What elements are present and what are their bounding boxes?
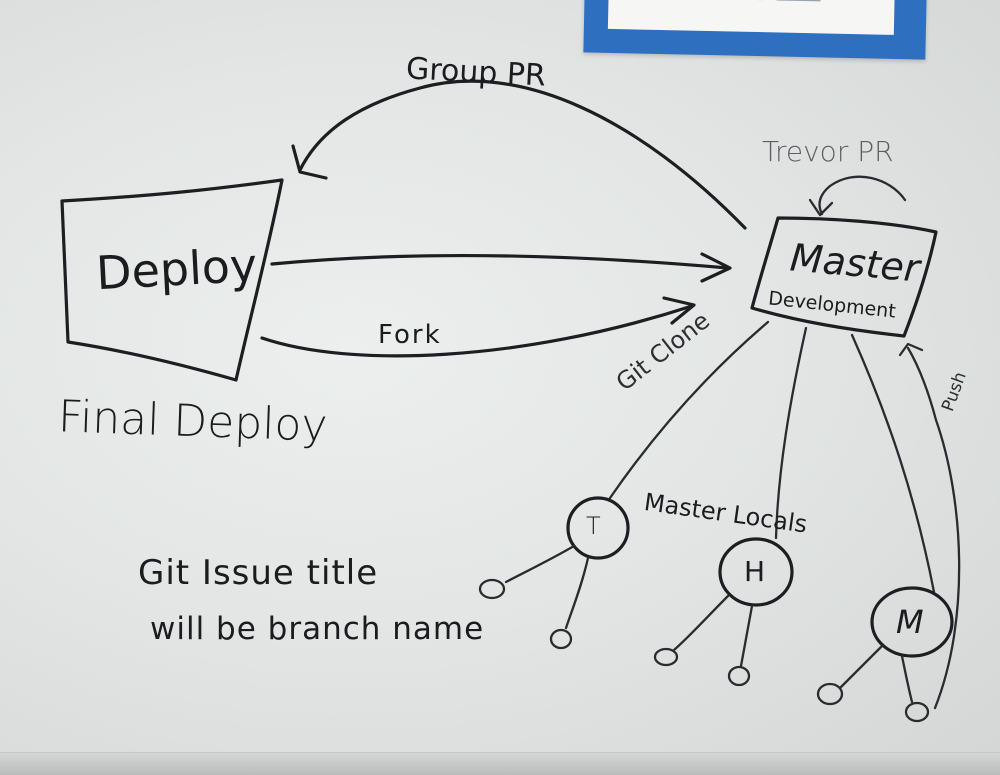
deploy-to-master-arrowhead: [700, 252, 732, 283]
push-arrowhead: [898, 342, 924, 357]
node-t-branch-2: [564, 556, 590, 630]
group-pr-arrow: [298, 79, 747, 230]
node-h-branch-2: [739, 604, 754, 668]
deploy-box-label: Deploy: [94, 237, 259, 301]
push-arrow: [906, 346, 961, 710]
node-m-branch-1: [838, 644, 884, 690]
node-m-circle: [870, 586, 954, 658]
note-line-2: will be branch name: [150, 611, 485, 647]
group-pr-label: Group PR: [405, 51, 547, 94]
clone-line-t: [608, 320, 770, 500]
fork-arrowhead: [662, 296, 696, 325]
trevor-pr-loop-arrowhead: [808, 198, 834, 217]
deploy-box: [60, 178, 284, 382]
whiteboard-frame: [0, 752, 1000, 775]
trevor-pr-loop: [818, 175, 907, 216]
node-m-branch-2: [900, 654, 914, 704]
master-title: Master: [788, 235, 922, 291]
final-deploy-caption: Final Deploy: [57, 391, 329, 452]
clone-line-m: [850, 333, 936, 594]
node-h-leaf-2: [727, 665, 751, 687]
fork-arrow: [260, 304, 694, 358]
node-m-leaf-2: [904, 701, 930, 723]
note-line-1: Git Issue title: [138, 553, 379, 593]
trevor-pr-label: Trevor PR: [762, 135, 894, 168]
master-box: [750, 216, 938, 338]
node-t-branch-1: [504, 544, 576, 584]
node-t-circle: [566, 496, 630, 560]
clone-line-h: [774, 326, 808, 540]
node-t-leaf-2: [549, 628, 573, 650]
node-m-leaf-1: [816, 682, 844, 706]
node-h-circle: [718, 537, 794, 607]
node-m-label: M: [896, 603, 924, 641]
node-h-branch-1: [672, 594, 730, 652]
fork-label: Fork: [378, 320, 442, 350]
node-t-label: T: [586, 512, 601, 540]
node-h-leaf-1: [653, 647, 679, 667]
node-t-leaf-1: [478, 578, 506, 600]
deploy-to-master-arrow: [270, 254, 730, 270]
node-h-label: H: [744, 555, 766, 588]
group-pr-arrowhead: [291, 144, 328, 180]
